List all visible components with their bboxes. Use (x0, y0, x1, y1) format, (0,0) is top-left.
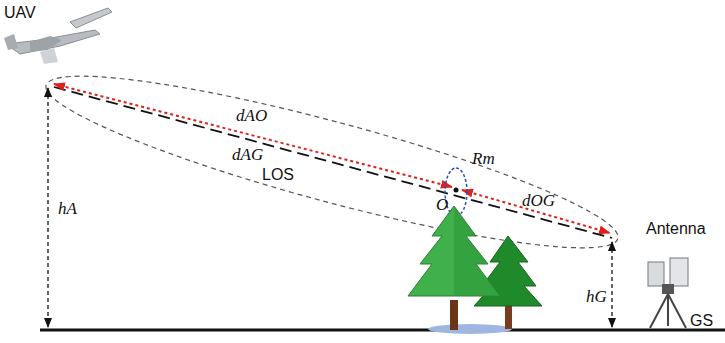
distance-label: dOG (522, 192, 555, 211)
ground-line (40, 329, 725, 332)
height-label: hA (58, 200, 77, 219)
point-o (454, 188, 459, 193)
height-dimension (47, 88, 48, 327)
tree-shadow (428, 324, 512, 334)
height-dimension (611, 242, 612, 327)
antenna-icon (648, 258, 688, 328)
distance-arrow (54, 84, 452, 187)
distance-label: dAO (236, 107, 267, 126)
line-label: LOS (262, 166, 294, 184)
ground-label: GS (690, 312, 713, 330)
antenna-label: Antenna (646, 220, 706, 238)
distance-label: dAG (232, 146, 263, 165)
point-label: O (436, 196, 448, 215)
vehicle-label: UAV (4, 4, 36, 22)
radius-label: Rm (472, 150, 495, 169)
fresnel-zone (36, 47, 629, 277)
height-label: hG (586, 288, 607, 307)
los-line (54, 87, 612, 238)
tree (408, 206, 542, 330)
distance-arrow (462, 190, 610, 233)
